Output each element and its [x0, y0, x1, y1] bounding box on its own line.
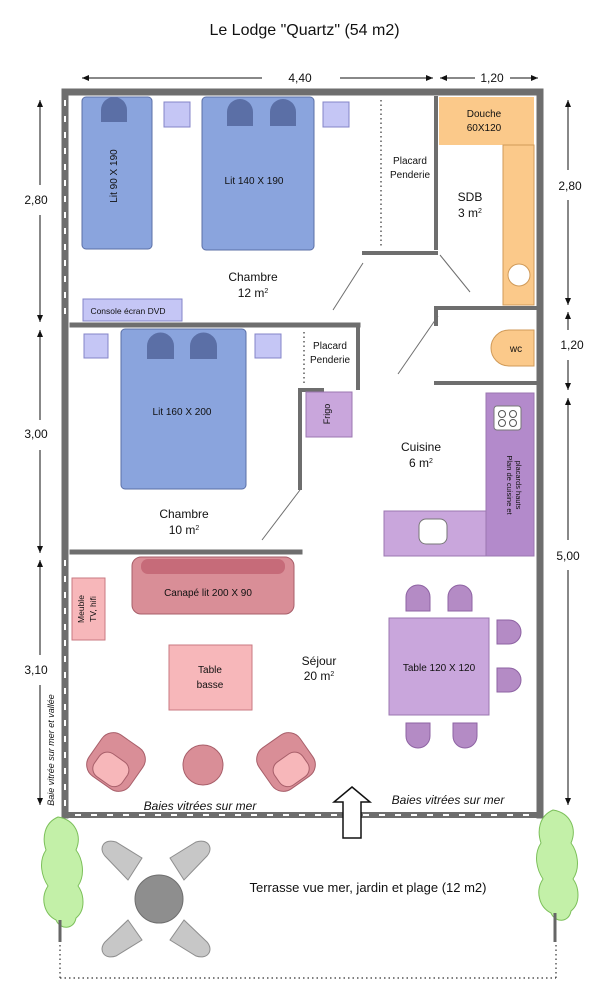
meuble-tv: Meuble TV, hifi — [71, 577, 106, 641]
console-dvd-label: Console écran DVD — [90, 306, 165, 316]
console-dvd: Console écran DVD — [82, 298, 183, 322]
canape: Canapé lit 200 X 90 — [131, 556, 295, 615]
dim-left-bot: 3,10 — [24, 663, 48, 677]
meuble-tv-line2: TV, hifi — [88, 596, 98, 622]
plan-cuisine-line2: placards hauts — [514, 461, 523, 510]
kitchen-sink-icon — [418, 518, 448, 545]
chair-icon — [169, 840, 211, 881]
terrace-boundary — [59, 945, 557, 979]
chambre-1-area: 12 m2 — [238, 286, 269, 300]
door-lines — [261, 254, 471, 541]
chair-icon — [405, 584, 431, 612]
wc: wc — [490, 329, 535, 367]
chair-icon — [169, 919, 211, 958]
frigo: Frigo — [305, 391, 353, 438]
placard-1-line2: Penderie — [390, 170, 430, 181]
nightstand — [322, 101, 350, 128]
chair-icon — [452, 722, 478, 749]
chair-icon — [101, 840, 143, 881]
dim-left-mid: 3,00 — [24, 427, 48, 441]
chair-icon — [496, 667, 522, 693]
douche: Douche 60X120 — [439, 97, 535, 306]
bed-140: Lit 140 X 190 — [201, 96, 315, 251]
sejour-area: 20 m2 — [304, 669, 335, 683]
cuisine-area: 6 m2 — [409, 456, 433, 470]
plan-title: Le Lodge "Quartz" (54 m2) — [209, 22, 400, 39]
nightstand — [83, 333, 109, 359]
table-basse-line2: basse — [197, 680, 224, 691]
bed-160-label: Lit 160 X 200 — [153, 407, 212, 418]
table-basse-line1: Table — [198, 665, 222, 676]
sdb-area: 3 m2 — [458, 206, 482, 220]
baies-left-label: Baies vitrées sur mer — [144, 799, 258, 813]
kitchen-counter: Plan de cuisine et placards hauts — [383, 392, 535, 557]
terrace-table — [134, 874, 184, 924]
terrace-chairs — [101, 840, 211, 958]
dim-top-sdb: 1,20 — [480, 71, 504, 85]
bed-90: Lit 90 X 190 — [81, 96, 153, 250]
douche-line2: 60X120 — [467, 123, 502, 134]
nightstand — [163, 101, 191, 128]
cuisine-name: Cuisine — [401, 440, 441, 454]
douche-line1: Douche — [467, 109, 502, 120]
table-basse: Table basse — [168, 644, 253, 711]
pouf — [182, 744, 224, 786]
cooktop-icon — [493, 405, 522, 431]
dim-left-top: 2,80 — [24, 193, 48, 207]
dim-top-main: 4,40 — [288, 71, 312, 85]
bed-140-label: Lit 140 X 190 — [225, 176, 284, 187]
entrance-arrow-icon — [331, 786, 373, 839]
baie-side-label: Baie vitrée sur mer et vallée — [46, 694, 56, 806]
frigo-label: Frigo — [322, 404, 332, 425]
window-breaks — [64, 100, 532, 816]
dim-right-bot: 5,00 — [556, 549, 580, 563]
armchair-right — [256, 732, 316, 792]
sejour-name: Séjour — [302, 654, 337, 668]
nightstand — [254, 333, 282, 359]
terrasse-label: Terrasse vue mer, jardin et plage (12 m2… — [250, 880, 487, 895]
placard-1-line1: Placard — [393, 156, 427, 167]
placard-2-line2: Penderie — [310, 355, 350, 366]
dining-chairs — [405, 584, 522, 749]
canape-label: Canapé lit 200 X 90 — [164, 588, 252, 599]
bed-160: Lit 160 X 200 — [120, 328, 247, 490]
chambre-2-area: 10 m2 — [169, 523, 200, 537]
dining-table-label: Table 120 X 120 — [403, 663, 476, 674]
tree-left — [41, 816, 84, 942]
chair-icon — [447, 584, 473, 612]
chambre-1-name: Chambre — [228, 270, 278, 284]
dimension-lines — [37, 75, 571, 805]
chair-icon — [101, 919, 143, 958]
bed-90-label: Lit 90 X 190 — [109, 149, 120, 203]
sink-icon — [507, 263, 531, 287]
wc-label: wc — [509, 344, 522, 355]
chambre-2-name: Chambre — [159, 507, 209, 521]
tree-right — [536, 809, 579, 942]
dim-right-sdb: 2,80 — [558, 179, 582, 193]
placard-2-line1: Placard — [313, 341, 347, 352]
chair-icon — [405, 722, 431, 749]
plan-cuisine-line1: Plan de cuisine et — [505, 455, 514, 515]
armchair-left — [86, 732, 146, 792]
chair-icon — [496, 619, 522, 645]
meuble-tv-line1: Meuble — [76, 595, 86, 623]
dim-right-wc: 1,20 — [560, 338, 584, 352]
dining-table: Table 120 X 120 — [388, 617, 490, 716]
baies-right-label: Baies vitrées sur mer — [392, 793, 506, 807]
sdb-name: SDB — [458, 190, 483, 204]
